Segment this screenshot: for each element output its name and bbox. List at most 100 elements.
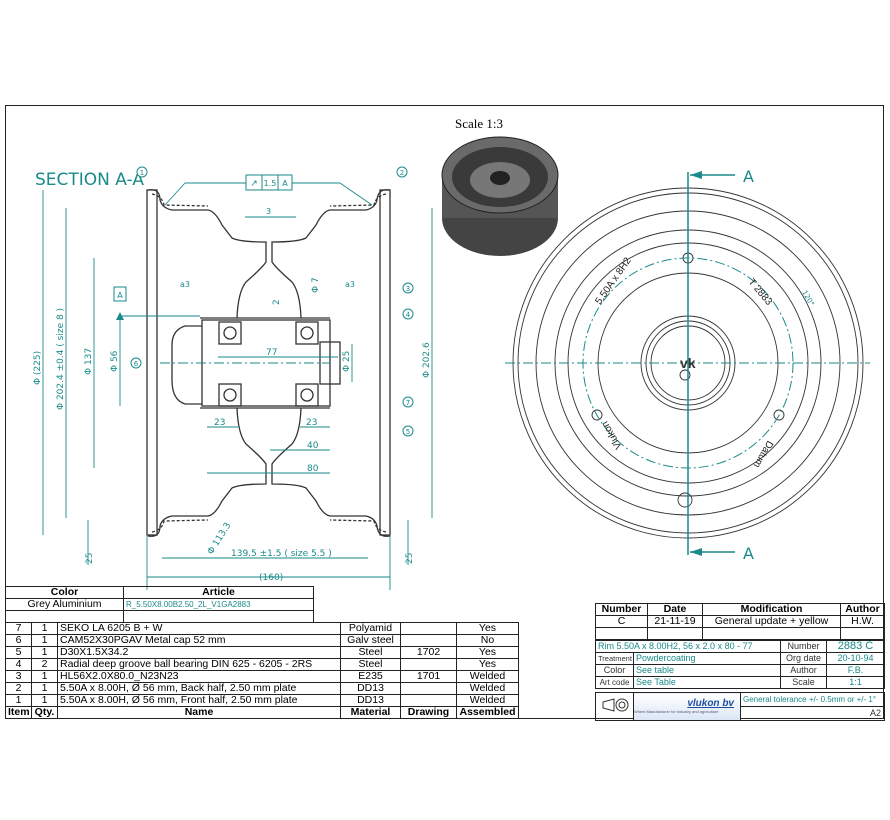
parts-cell: Yes (456, 622, 519, 635)
parts-cell: 2 (31, 658, 58, 671)
parts-cell: 1701 (400, 670, 457, 683)
section-marker-top: A (743, 167, 754, 186)
balloon-6: 6 (134, 360, 139, 368)
title-block-footer: vlukon bv Wheel Manufacturer for industr… (595, 692, 885, 721)
parts-cell (400, 622, 457, 635)
parts-cell: 4 (5, 658, 32, 671)
wheel-3d-render (441, 136, 559, 256)
svg-text:T 2883: T 2883 (746, 277, 775, 308)
svg-text:1.5: 1.5 (264, 179, 277, 188)
parts-cell: Steel (340, 646, 401, 659)
parts-cell: Steel (340, 658, 401, 671)
parts-cell: 1 (31, 622, 58, 635)
parts-cell: Yes (456, 646, 519, 659)
parts-cell: SEKO LA 6205 B + W (57, 622, 341, 635)
section-title: SECTION A-A (35, 170, 144, 190)
datum-box (113, 286, 127, 302)
parts-cell: CAM52X30PGAV Metal cap 52 mm (57, 634, 341, 647)
svg-text:Φ (225): Φ (225) (33, 351, 43, 385)
svg-text:a3: a3 (180, 280, 190, 289)
svg-text:139.5 ±1.5 ( size 5.5 ): 139.5 ±1.5 ( size 5.5 ) (231, 549, 332, 559)
balloon-3: 3 (406, 285, 410, 293)
svg-text:Φ 137: Φ 137 (84, 348, 94, 375)
parts-cell: DD13 (340, 682, 401, 695)
parts-cell: HL56X2.0X80.0_N23N23 (57, 670, 341, 683)
parts-cell: 6 (5, 634, 32, 647)
svg-text:(160): (160) (259, 573, 283, 583)
svg-text:3: 3 (266, 207, 271, 216)
dimension-labels: Φ (225) Φ 202.4 ±0.4 ( size 8 ) Φ 137 Φ … (33, 277, 432, 583)
svg-text:2: 2 (272, 299, 282, 305)
parts-cell (400, 634, 457, 647)
sheet-size: A2 (869, 708, 881, 718)
parts-cell: 5.50A x 8.00H, Ø 56 mm, Front half, 2.50… (57, 694, 341, 707)
balloon-7: 7 (406, 399, 410, 407)
parts-cell: Welded (456, 694, 519, 707)
svg-text:120°: 120° (800, 289, 815, 308)
parts-cell: Radial deep groove ball bearing DIN 625 … (57, 658, 341, 671)
parts-cell: 1 (31, 682, 58, 695)
scale-label: Scale 1:3 (455, 116, 503, 131)
svg-text:25: 25 (85, 553, 95, 564)
section-marker-bottom: A (743, 544, 754, 563)
vlukon-logo-mark: vk (680, 355, 696, 371)
parts-cell (400, 658, 457, 671)
parts-cell: Welded (456, 682, 519, 695)
parts-cell: 1702 (400, 646, 457, 659)
general-tolerance: General tolerance +/- 0.5mm or +/- 1° (741, 693, 884, 707)
tolerance-frame: ↗ 1.5 A (245, 174, 293, 191)
parts-cell: 1 (31, 634, 58, 647)
balloon-2: 2 (400, 169, 404, 177)
svg-text:25: 25 (405, 553, 415, 564)
balloon-5: 5 (406, 428, 410, 436)
svg-text:Φ 56: Φ 56 (110, 350, 120, 372)
parts-cell (400, 682, 457, 695)
svg-text:23: 23 (214, 418, 225, 428)
svg-text:Φ 7: Φ 7 (311, 277, 321, 293)
parts-cell: 1 (31, 694, 58, 707)
parts-cell: 1 (31, 670, 58, 683)
svg-text:↗: ↗ (250, 179, 258, 189)
parts-cell: Polyamid (340, 622, 401, 635)
projection-symbol-icon (595, 692, 634, 721)
section-arrow-top (690, 171, 702, 179)
parts-cell: Galv steel (340, 634, 401, 647)
svg-text:77: 77 (266, 348, 277, 358)
parts-cell: 1 (31, 646, 58, 659)
parts-cell: Yes (456, 658, 519, 671)
svg-text:A: A (282, 179, 288, 188)
svg-text:Φ 25: Φ 25 (342, 351, 352, 372)
section-arrow-bottom (690, 548, 702, 556)
svg-text:Vlukon: Vlukon (600, 419, 625, 451)
svg-text:Φ 202.4 ±0.4 ( size 8 ): Φ 202.4 ±0.4 ( size 8 ) (56, 308, 66, 410)
parts-cell: D30X1.5X34.2 (57, 646, 341, 659)
weld-symbols: 3 a3 a3 (180, 207, 355, 289)
svg-text:23: 23 (306, 418, 317, 428)
company-logo: vlukon bv Wheel Manufacturer for industr… (633, 692, 741, 721)
parts-cell: 3 (5, 670, 32, 683)
datum-triangle (116, 312, 124, 320)
dimension-lines (42, 182, 433, 590)
svg-text:Φ 113.3: Φ 113.3 (206, 521, 233, 557)
parts-cell: DD13 (340, 694, 401, 707)
title-block: Rim 5.50A x 8.00H2, 56 x 2.0 x 80 - 77 N… (595, 640, 885, 689)
svg-text:Datum: Datum (751, 439, 775, 470)
parts-cell: No (456, 634, 519, 647)
parts-cell: 5.50A x 8.00H, Ø 56 mm, Back half, 2.50 … (57, 682, 341, 695)
balloon-4: 4 (406, 311, 411, 319)
balloon-1: 1 (140, 169, 144, 177)
svg-text:a3: a3 (345, 280, 355, 289)
parts-cell: 1 (5, 694, 32, 707)
svg-text:80: 80 (307, 464, 319, 474)
datum-label: A (117, 291, 123, 300)
parts-cell: E235 (340, 670, 401, 683)
